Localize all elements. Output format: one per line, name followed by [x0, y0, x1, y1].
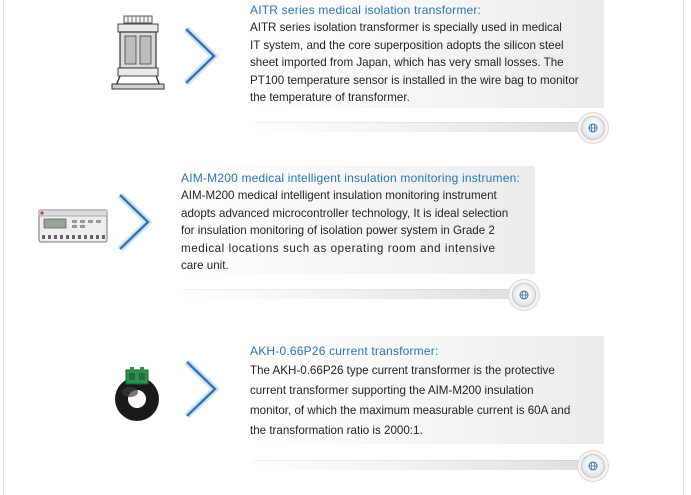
description-line: AIM-M200 medical intelligent insulation … — [181, 189, 497, 202]
slider-track — [250, 460, 590, 470]
product-description-aitr: AITR series isolation transformer is spe… — [250, 19, 600, 107]
description-line: The AKH-0.66P26 type current transformer… — [250, 364, 555, 377]
chevron-right-icon — [117, 193, 153, 251]
description-line: adopts advanced microcontroller technolo… — [181, 206, 509, 220]
description-line: medical locations such as operating room… — [181, 241, 496, 255]
description-line: the temperature of transformer. — [250, 91, 410, 104]
chevron-right-icon — [183, 27, 219, 85]
description-line: monitor, of which the maximum measurable… — [250, 404, 571, 417]
slider-track — [250, 122, 590, 132]
description-line: the transformation ratio is 2000:1. — [250, 424, 423, 437]
isolation-transformer-image — [111, 15, 165, 90]
description-line: PT100 temperature sensor is installed in… — [250, 73, 579, 87]
insulation-monitor-image — [38, 209, 108, 243]
chevron-right-icon — [184, 360, 220, 418]
globe-icon — [588, 123, 598, 133]
globe-icon — [519, 290, 529, 300]
product-card-akh: AKH-0.66P26 current transformer: The AKH… — [244, 336, 604, 444]
more-link-button[interactable] — [512, 283, 536, 307]
product-description-akh: The AKH-0.66P26 type current transformer… — [250, 361, 602, 441]
product-title-akh: AKH-0.66P26 current transformer: — [250, 344, 439, 358]
globe-icon — [588, 461, 598, 471]
description-line: for insulation monitoring of isolation p… — [181, 224, 495, 237]
page-frame — [3, 0, 684, 495]
more-link-button[interactable] — [581, 116, 605, 140]
more-link-button[interactable] — [581, 454, 605, 478]
description-line: AITR series isolation transformer is spe… — [250, 21, 562, 34]
product-title-aim-m200: AIM-M200 medical intelligent insulation … — [181, 171, 521, 185]
product-card-aitr: AITR series medical isolation transforme… — [244, 0, 604, 108]
description-line: care unit. — [181, 259, 229, 272]
product-description-aim-m200: AIM-M200 medical intelligent insulation … — [181, 187, 533, 275]
description-line: current transformer supporting the AIM-M… — [250, 384, 534, 397]
description-line: sheet imported from Japan, which has ver… — [250, 56, 564, 69]
current-transformer-image — [115, 367, 159, 421]
description-line: IT system, and the core superposition ad… — [250, 38, 564, 52]
slider-track — [182, 289, 522, 299]
product-title-aitr: AITR series medical isolation transforme… — [250, 3, 482, 17]
product-card-aim-m200: AIM-M200 medical intelligent insulation … — [175, 166, 535, 274]
